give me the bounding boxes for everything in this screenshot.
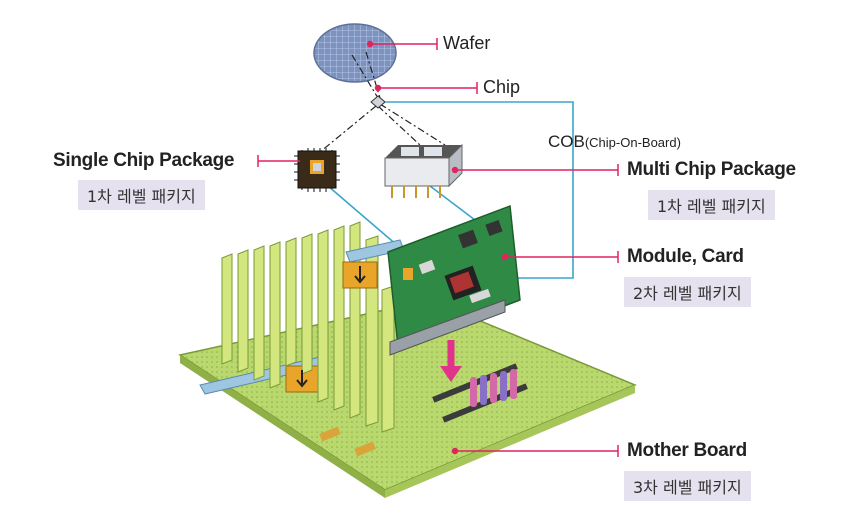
mother-board-level-tag: 3차 레벨 패키지: [624, 471, 751, 501]
module-card-label: Module, Card: [627, 246, 744, 267]
cob-main-text: COB: [548, 132, 585, 151]
single-chip-level-tag: 1차 레벨 패키지: [78, 180, 205, 210]
multi-chip-package-label: Multi Chip Package: [627, 159, 796, 180]
label-leader-lines: [257, 38, 619, 457]
multi-chip-level-tag: 1차 레벨 패키지: [648, 190, 775, 220]
module-card-level-tag: 2차 레벨 패키지: [624, 277, 751, 307]
cob-line: [327, 101, 574, 279]
single-chip-package-label: Single Chip Package: [53, 150, 235, 171]
wafer-graphic: [313, 23, 397, 83]
module-card-graphic: [387, 204, 521, 382]
cob-label: COB(Chip-On-Board): [548, 132, 681, 152]
chip-label: Chip: [483, 77, 521, 97]
multi-chip-package-graphic: [384, 143, 463, 198]
mother-board-label: Mother Board: [627, 440, 747, 461]
upper-connector-graphic: [296, 239, 405, 388]
chip-graphic: [370, 95, 386, 109]
single-chip-package-graphic: [294, 148, 340, 192]
cob-sub-text: (Chip-On-Board): [584, 135, 681, 150]
wafer-label: Wafer: [443, 33, 491, 53]
